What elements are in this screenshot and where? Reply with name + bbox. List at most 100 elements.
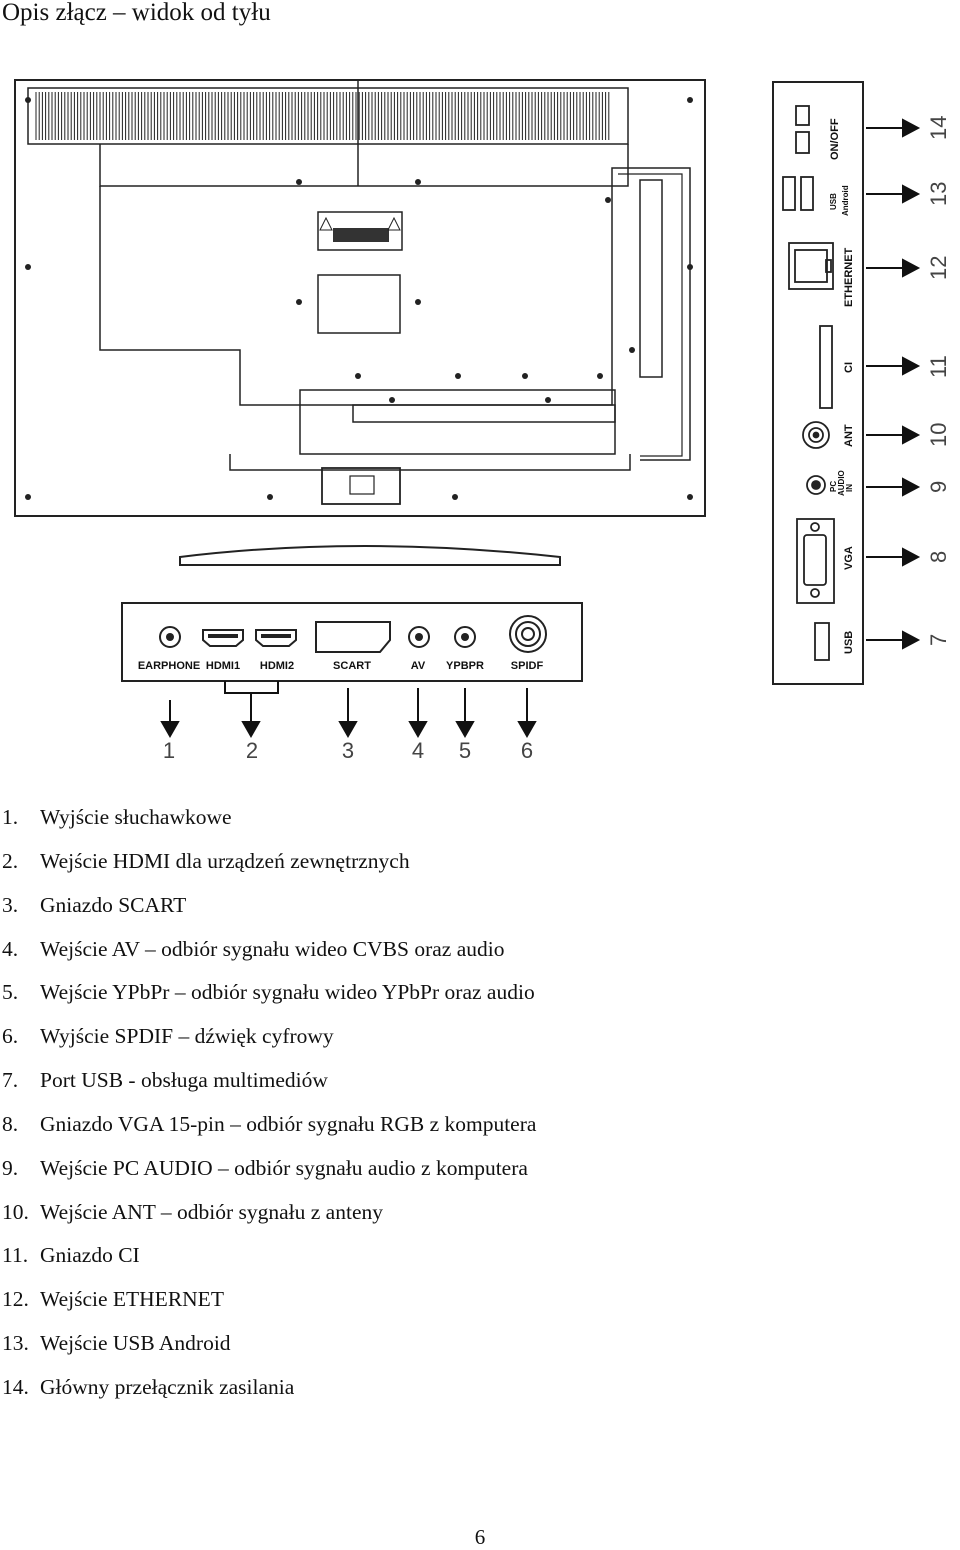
usb-port-icon — [814, 622, 830, 661]
side-callout-numbers: 14 13 12 11 10 9 8 7 — [926, 116, 951, 646]
bottom-callout-numbers: 1 2 3 4 5 6 — [163, 738, 533, 763]
callout-5: 5 — [459, 738, 471, 763]
legend-item-number: 7. — [2, 1068, 19, 1093]
bottom-arrows — [160, 681, 537, 739]
legend-item: 3. Gniazdo SCART — [0, 884, 536, 928]
legend-item: 14. Główny przełącznik zasilania — [0, 1366, 536, 1410]
callout-2: 2 — [246, 738, 258, 763]
legend-item: 5. Wejście YPbPr – odbiór sygnału wideo Y… — [0, 971, 536, 1015]
earphone-jack-icon — [159, 626, 181, 648]
callout-3: 3 — [342, 738, 354, 763]
legend-item-text: Wejście ETHERNET — [40, 1287, 224, 1312]
page-number: 6 — [474, 1525, 486, 1549]
legend-item-number: 6. — [2, 1024, 19, 1049]
legend-item: 2. Wejście HDMI dla urządzeń zewnętrznych — [0, 840, 536, 884]
label-vga: VGA — [843, 546, 855, 570]
callout-8: 8 — [926, 551, 951, 563]
legend-item: 13. Wejście USB Android — [0, 1322, 536, 1366]
label-ypbpr: YPBPR — [446, 660, 484, 672]
callout-9: 9 — [926, 481, 951, 493]
label-usb-android-top: USB — [829, 193, 838, 210]
hdmi2-port-icon — [255, 629, 297, 647]
callout-7: 7 — [926, 634, 951, 646]
label-android: Android — [841, 185, 850, 216]
legend-item-number: 13. — [2, 1331, 29, 1356]
label-in: IN — [845, 484, 854, 492]
label-usb: USB — [843, 631, 855, 654]
legend-item-text: Wejście HDMI dla urządzeń zewnętrznych — [40, 848, 410, 873]
legend-item-text: Gniazdo SCART — [40, 892, 187, 917]
label-ci: CI — [843, 362, 855, 373]
legend-item-text: Wyjście słuchawkowe — [40, 805, 232, 829]
ethernet-port-icon — [788, 242, 834, 290]
label-spidf: SPIDF — [511, 660, 544, 672]
label-pc: PC — [829, 481, 838, 492]
tv-rear-diagram: EARPHONE HDMI1 HDMI2 SCART AV YPBPR SPID… — [0, 60, 960, 770]
callout-4: 4 — [412, 738, 424, 763]
legend-item-number: 14. — [2, 1374, 29, 1399]
power-switch-icon — [795, 105, 810, 154]
callout-1: 1 — [163, 738, 175, 763]
label-ethernet: ETHERNET — [843, 247, 855, 307]
legend-item-text: Wejście YPbPr – odbiór sygnału wideo YPb… — [40, 980, 535, 1005]
label-audio: AUDIO — [837, 470, 846, 496]
legend-item-number: 2. — [2, 848, 19, 873]
connector-legend-list: 1. Wyjście słuchawkowe 2. Wejście HDMI dla … — [0, 796, 536, 1410]
legend-item-text: Wejście ANT – odbiór sygnału z anteny — [40, 1199, 383, 1224]
legend-item: 8. Gniazdo VGA 15-pin – odbiór sygnału RG… — [0, 1103, 536, 1147]
label-av: AV — [411, 660, 426, 672]
callout-10: 10 — [926, 423, 951, 447]
pc-audio-jack-icon — [806, 475, 826, 495]
legend-item-text: Gniazdo VGA 15-pin – odbiór sygnału RGB … — [40, 1111, 537, 1136]
legend-item: 6. Wyjście SPDIF – dźwięk cyfrowy — [0, 1015, 536, 1059]
callout-11: 11 — [926, 355, 951, 378]
page-title: Opis złącz – widok od tyłu — [2, 0, 271, 26]
label-earphone: EARPHONE — [138, 660, 200, 672]
screw-holes — [25, 97, 693, 500]
warning-label — [317, 211, 403, 251]
scart-port-icon — [315, 621, 391, 653]
label-hdmi1: HDMI1 — [206, 660, 240, 672]
legend-item-number: 10. — [2, 1199, 29, 1224]
label-hdmi2: HDMI2 — [260, 660, 294, 672]
legend-item-text: Wejście USB Android — [40, 1331, 231, 1356]
legend-item: 1. Wyjście słuchawkowe — [0, 796, 536, 840]
legend-item-number: 1. — [2, 805, 19, 829]
callout-14: 14 — [926, 116, 951, 140]
legend-item-number: 3. — [2, 892, 19, 917]
legend-item-number: 11. — [2, 1243, 29, 1268]
ypbpr-jack-icon — [454, 626, 476, 648]
vga-port-icon — [796, 518, 835, 604]
legend-item: 12. Wejście ETHERNET — [0, 1278, 536, 1322]
legend-item-number: 9. — [2, 1155, 19, 1180]
legend-item-number: 4. — [2, 936, 19, 961]
label-scart: SCART — [333, 660, 371, 672]
legend-item-number: 5. — [2, 980, 19, 1005]
ant-connector-icon — [802, 421, 830, 449]
legend-item: 11. Gniazdo CI — [0, 1234, 536, 1278]
spdif-jack-icon — [509, 615, 547, 653]
legend-item: 10. Wejście ANT – odbiór sygnału z anteny — [0, 1191, 536, 1235]
legend-item-text: Wejście AV – odbiór sygnału wideo CVBS o… — [40, 936, 505, 961]
legend-item-number: 12. — [2, 1287, 29, 1312]
tv-back-body — [14, 79, 706, 566]
legend-item: 7. Port USB - obsługa multimediów — [0, 1059, 536, 1103]
label-on-off: ON/OFF — [829, 118, 841, 160]
legend-item-text: Wejście PC AUDIO – odbiór sygnału audio … — [40, 1155, 528, 1180]
legend-item-text: Wyjście SPDIF – dźwięk cyfrowy — [40, 1024, 334, 1049]
legend-item-text: Port USB - obsługa multimediów — [40, 1068, 328, 1093]
side-arrows — [866, 118, 921, 650]
legend-item: 4. Wejście AV – odbiór sygnału wideo CVBS… — [0, 928, 536, 972]
legend-item-text: Główny przełącznik zasilania — [40, 1374, 295, 1399]
side-connector-panel: ON/OFF USB Android ETHERNET CI ANT PC AU… — [772, 81, 864, 685]
callout-6: 6 — [521, 738, 533, 763]
label-ant: ANT — [843, 424, 855, 447]
callout-13: 13 — [926, 182, 951, 206]
speaker-grill — [35, 92, 610, 140]
legend-item-text: Gniazdo CI — [40, 1243, 140, 1268]
bottom-connector-panel: EARPHONE HDMI1 HDMI2 SCART AV YPBPR SPID… — [121, 602, 583, 682]
legend-item-number: 8. — [2, 1111, 19, 1136]
hdmi1-port-icon — [202, 629, 244, 647]
usb-android-port-icon — [782, 176, 814, 211]
ci-slot-icon — [819, 325, 833, 409]
